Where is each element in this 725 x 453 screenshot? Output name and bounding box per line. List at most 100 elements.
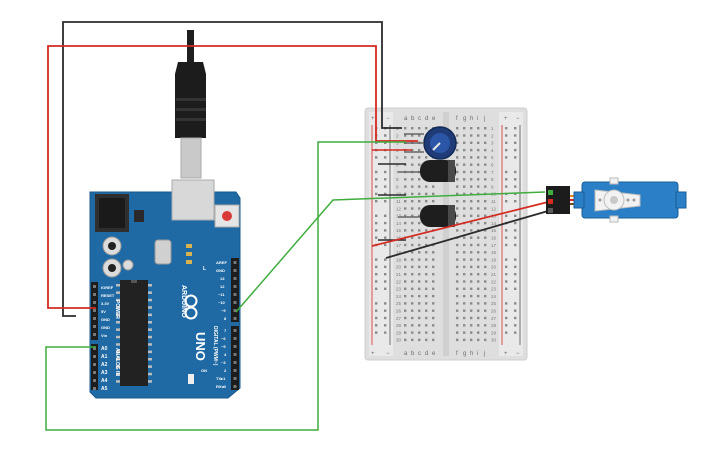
- rail-hole: [514, 243, 517, 247]
- breadboard-hole: [404, 156, 407, 159]
- breadboard-hole: [404, 302, 407, 305]
- breadboard-hole: [411, 316, 414, 320]
- breadboard-hole: [425, 200, 428, 203]
- rail-hole: [375, 331, 378, 334]
- breadboard-hole: [418, 134, 421, 137]
- row-number-label: 6: [396, 163, 399, 168]
- breadboard-hole: [425, 273, 428, 276]
- breadboard-hole: [456, 338, 459, 342]
- breadboard-hole: [477, 243, 480, 247]
- breadboard-hole: [425, 229, 428, 232]
- breadboard-hole: [470, 192, 473, 196]
- wire-red-5v[interactable]: [47, 45, 418, 309]
- breadboard-hole: [425, 243, 428, 247]
- chip-pin: [148, 372, 152, 376]
- breadboard-hole: [484, 243, 487, 247]
- chip-pin: [116, 291, 120, 294]
- rail-hole: [384, 170, 387, 174]
- header-hole: [93, 379, 96, 382]
- breadboard-hole: [418, 127, 421, 130]
- breadboard-hole: [456, 127, 459, 130]
- breadboard-hole: [463, 229, 466, 232]
- pin-label-a4: A4: [101, 378, 108, 384]
- row-number-label: 25: [491, 301, 497, 306]
- chip-pin: [116, 284, 120, 287]
- atmega-chip: [120, 280, 148, 386]
- col-label-j-bottom: j: [483, 351, 485, 357]
- rail-hole: [514, 178, 517, 181]
- wire-red-servo[interactable]: [371, 201, 549, 247]
- chip-pin: [116, 328, 120, 331]
- row-number-label: 12: [396, 206, 402, 211]
- capacitor[interactable]: [398, 205, 456, 227]
- col-label-i-bottom: i: [477, 351, 478, 357]
- row-number-label: 28: [491, 323, 497, 328]
- breadboard-hole: [456, 229, 459, 232]
- breadboard-hole: [477, 265, 480, 269]
- rail-hole: [384, 178, 387, 181]
- row-number-label: 16: [396, 236, 402, 241]
- wire-black-servo[interactable]: [385, 210, 549, 259]
- breadboard-hole: [477, 236, 480, 239]
- row-number-label: 26: [396, 309, 402, 314]
- wire-black-gnd[interactable]: [62, 21, 402, 317]
- wire-green-a0[interactable]: [45, 141, 406, 431]
- breadboard-hole: [418, 236, 421, 239]
- breadboard-hole: [404, 338, 407, 342]
- wire-green-pin9[interactable]: [235, 191, 546, 313]
- breadboard-hole: [418, 229, 421, 232]
- analog-pin-labels: A0 A1 A2 A3 A4 A5: [101, 346, 108, 392]
- breadboard-hole: [425, 265, 428, 269]
- pin-label-rx: RX◂0: [216, 384, 227, 389]
- rail-hole: [514, 309, 517, 312]
- header-hole: [233, 369, 237, 372]
- rail-hole: [375, 302, 378, 305]
- breadboard-hole: [470, 163, 473, 166]
- breadboard-hole: [411, 185, 414, 188]
- breadboard-hole: [470, 156, 473, 159]
- breadboard-hole: [463, 273, 466, 276]
- on-label: ON: [201, 368, 207, 373]
- capacitor[interactable]: [398, 160, 456, 182]
- rail-hole: [505, 273, 508, 276]
- row-number-label: 29: [396, 330, 402, 335]
- row-number-label: 20: [491, 265, 497, 270]
- row-number-label: 6: [491, 163, 494, 168]
- row-number-label: 23: [491, 287, 497, 292]
- chip-pin: [116, 298, 120, 302]
- rail-hole: [505, 200, 508, 203]
- header-hole: [233, 309, 237, 312]
- breadboard-hole: [484, 309, 487, 312]
- breadboard-hole: [411, 200, 414, 203]
- breadboard-hole: [456, 258, 459, 261]
- rail-hole: [384, 134, 387, 137]
- rail-hole: [384, 324, 387, 327]
- breadboard-hole: [418, 309, 421, 312]
- breadboard-hole: [456, 156, 459, 159]
- breadboard-hole: [411, 148, 414, 152]
- breadboard-hole: [484, 141, 487, 144]
- breadboard-hole: [470, 134, 473, 137]
- rail-hole: [514, 192, 517, 196]
- breadboard-hole: [477, 134, 480, 137]
- pin-label-a1: A1: [101, 354, 108, 360]
- usb-cable[interactable]: [175, 30, 206, 179]
- header-hole: [233, 345, 237, 348]
- arduino-uno[interactable]: IOREF RESET 3.3V 5V GND GND Vin POWER A0…: [89, 179, 241, 399]
- rail-hole: [375, 221, 378, 225]
- servo[interactable]: [546, 177, 687, 223]
- breadboard-hole: [484, 280, 487, 283]
- row-number-label: 10: [396, 192, 402, 197]
- row-number-label: 2: [396, 133, 399, 138]
- rail-hole: [384, 331, 387, 334]
- potentiometer[interactable]: [404, 126, 457, 160]
- breadboard-hole: [477, 273, 480, 276]
- breadboard-hole: [463, 134, 466, 137]
- on-led: [188, 374, 194, 384]
- rail-hole: [384, 185, 387, 188]
- rail-hole: [384, 214, 387, 217]
- row-number-label: 12: [491, 206, 497, 211]
- rail-hole: [505, 141, 508, 144]
- col-label-i: i: [477, 116, 478, 122]
